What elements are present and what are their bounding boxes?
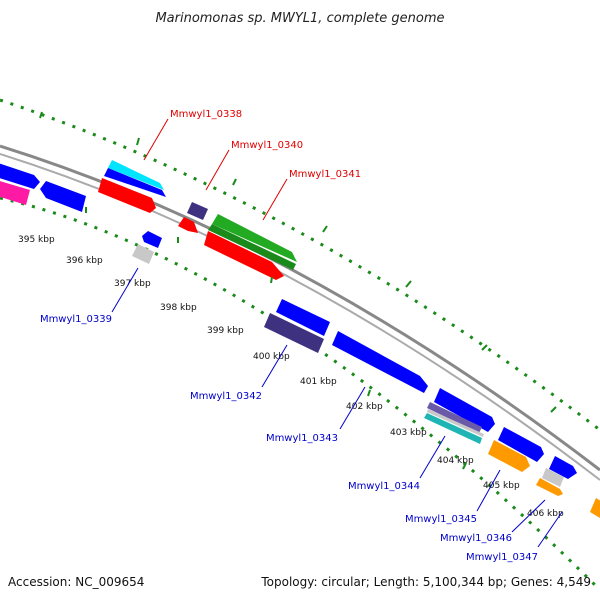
outer-dotted-ring bbox=[0, 98, 600, 432]
gene-orange-3 bbox=[590, 498, 600, 518]
gene-blue-8 bbox=[142, 231, 162, 248]
reverse-strand-genes bbox=[0, 178, 600, 518]
gene-navy-3 bbox=[427, 402, 482, 433]
gene-label-mmwyl1-0343: Mmwyl1_0343 bbox=[266, 433, 338, 444]
gene-red-3 bbox=[204, 231, 284, 280]
gene-gray-1 bbox=[132, 244, 154, 264]
gene-label-mmwyl1-0346: Mmwyl1_0346 bbox=[440, 533, 512, 544]
tick-label: 397 kbp bbox=[114, 279, 151, 289]
gene-orange-1 bbox=[488, 440, 530, 472]
tick-label: 400 kbp bbox=[253, 352, 290, 362]
gene-green-1 bbox=[212, 214, 297, 262]
forward-strand-genes bbox=[0, 160, 577, 479]
gene-blue-1 bbox=[0, 163, 40, 189]
gene-green-2 bbox=[208, 224, 296, 270]
gene-label-mmwyl1-0340: Mmwyl1_0340 bbox=[231, 140, 303, 151]
tick-label: 405 kbp bbox=[483, 481, 520, 491]
gene-teal bbox=[424, 413, 482, 444]
tick-label: 403 kbp bbox=[390, 428, 427, 438]
top-gene-labels: Mmwyl1_0338 Mmwyl1_0340 Mmwyl1_0341 bbox=[143, 109, 361, 221]
leader-line bbox=[111, 267, 139, 313]
gene-gray-2 bbox=[427, 409, 484, 437]
gene-blue-2 bbox=[276, 299, 330, 336]
tick-label: 395 kbp bbox=[18, 235, 55, 245]
accession-text: Accession: NC_009654 bbox=[8, 575, 144, 589]
tick-label: 399 kbp bbox=[207, 326, 244, 336]
leader-line bbox=[419, 435, 446, 479]
gene-label-mmwyl1-0342: Mmwyl1_0342 bbox=[190, 391, 262, 402]
leader-line bbox=[205, 149, 230, 191]
gene-red-2 bbox=[178, 217, 198, 233]
gene-label-mmwyl1-0345: Mmwyl1_0345 bbox=[405, 514, 477, 525]
map-title: Marinomonas sp. MWYL1, complete genome bbox=[155, 11, 444, 26]
leader-line bbox=[476, 469, 501, 512]
gene-orange-2 bbox=[536, 478, 563, 496]
leader-line bbox=[511, 499, 546, 533]
gene-label-mmwyl1-0338: Mmwyl1_0338 bbox=[170, 109, 242, 120]
leader-line bbox=[537, 511, 563, 548]
leader-line bbox=[143, 118, 169, 161]
gene-label-mmwyl1-0344: Mmwyl1_0344 bbox=[348, 481, 420, 492]
gene-navy-2 bbox=[264, 313, 324, 353]
gene-label-mmwyl1-0339: Mmwyl1_0339 bbox=[40, 314, 112, 325]
gene-magenta bbox=[0, 181, 30, 205]
tick-label: 404 kbp bbox=[437, 456, 474, 466]
tick-label: 401 kbp bbox=[300, 377, 337, 387]
bottom-gene-labels: Mmwyl1_0339 Mmwyl1_0342 Mmwyl1_0343 Mmwy… bbox=[40, 267, 563, 563]
gene-cyan bbox=[108, 160, 164, 190]
tick-label: 398 kbp bbox=[160, 303, 197, 313]
leader-line bbox=[262, 178, 288, 221]
gene-blue-6 bbox=[549, 456, 577, 479]
gene-label-mmwyl1-0341: Mmwyl1_0341 bbox=[289, 169, 361, 180]
gene-blue-4 bbox=[434, 388, 495, 432]
tick-label: 402 kbp bbox=[346, 402, 383, 412]
gene-blue-5 bbox=[498, 427, 544, 462]
gene-blue-3 bbox=[332, 331, 428, 393]
gene-blue-upper bbox=[104, 168, 166, 197]
tick-label: 396 kbp bbox=[66, 256, 103, 266]
tick-label: 406 kbp bbox=[527, 509, 564, 519]
genome-summary-text: Topology: circular; Length: 5,100,344 bp… bbox=[260, 575, 591, 589]
scale-ticks: 395 kbp 396 kbp 397 kbp 398 kbp 399 kbp … bbox=[18, 235, 564, 519]
gene-red-1 bbox=[98, 178, 156, 213]
gene-gray-3 bbox=[542, 468, 564, 487]
gene-label-mmwyl1-0347: Mmwyl1_0347 bbox=[466, 552, 538, 563]
outer-tick-marks bbox=[39, 111, 557, 413]
gene-navy-1 bbox=[187, 202, 208, 220]
leader-line bbox=[261, 344, 288, 388]
genome-backbone-inner bbox=[0, 153, 600, 481]
inner-tick-marks bbox=[85, 207, 467, 470]
leader-line bbox=[339, 386, 366, 430]
genome-backbone-outer bbox=[0, 144, 600, 472]
gene-blue-7 bbox=[40, 181, 86, 212]
